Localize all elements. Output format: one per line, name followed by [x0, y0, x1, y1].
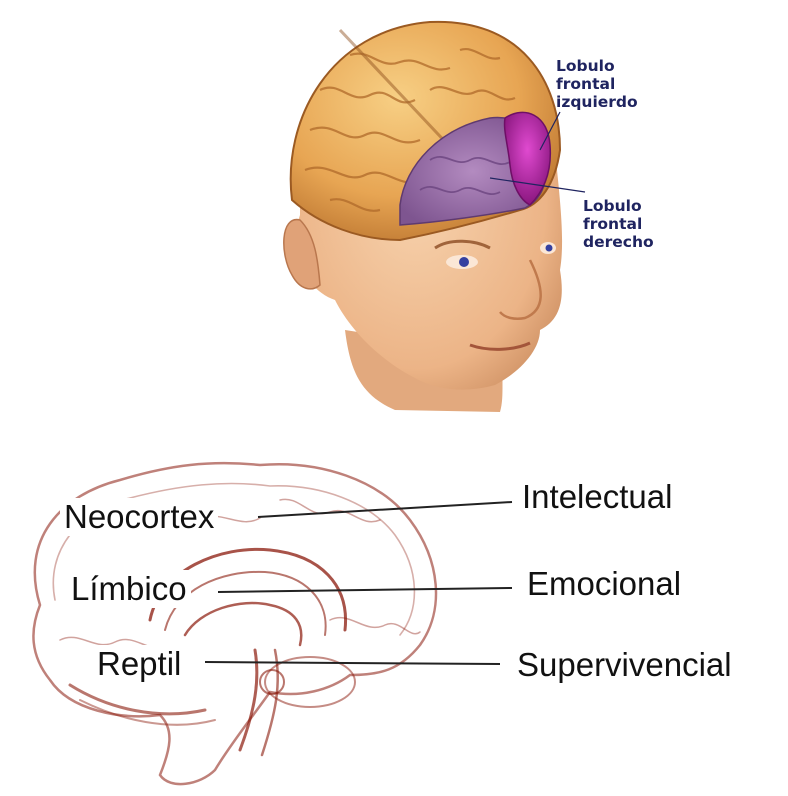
left-frontal-lobe-label: Lobulo frontal izquierdo — [556, 57, 638, 111]
emocional-label: Emocional — [527, 565, 681, 603]
reptil-leader-line — [205, 662, 500, 664]
triune-brain-panel: Neocortex Límbico Reptil Intelectual Emo… — [0, 420, 788, 796]
supervivencial-label: Supervivencial — [517, 646, 732, 684]
brain-sagittal-illustration — [0, 420, 788, 796]
limbic-label: Límbico — [67, 570, 191, 608]
neocortex-leader-line — [258, 502, 512, 517]
right-frontal-lobe-label: Lobulo frontal derecho — [583, 197, 654, 251]
limbic-leader-line — [218, 588, 512, 592]
head-illustration — [0, 0, 788, 420]
head-illustration-panel: Lobulo frontal izquierdo Lobulo frontal … — [0, 0, 788, 420]
reptil-label: Reptil — [93, 645, 185, 683]
neocortex-label: Neocortex — [60, 498, 218, 536]
intelectual-label: Intelectual — [522, 478, 672, 516]
